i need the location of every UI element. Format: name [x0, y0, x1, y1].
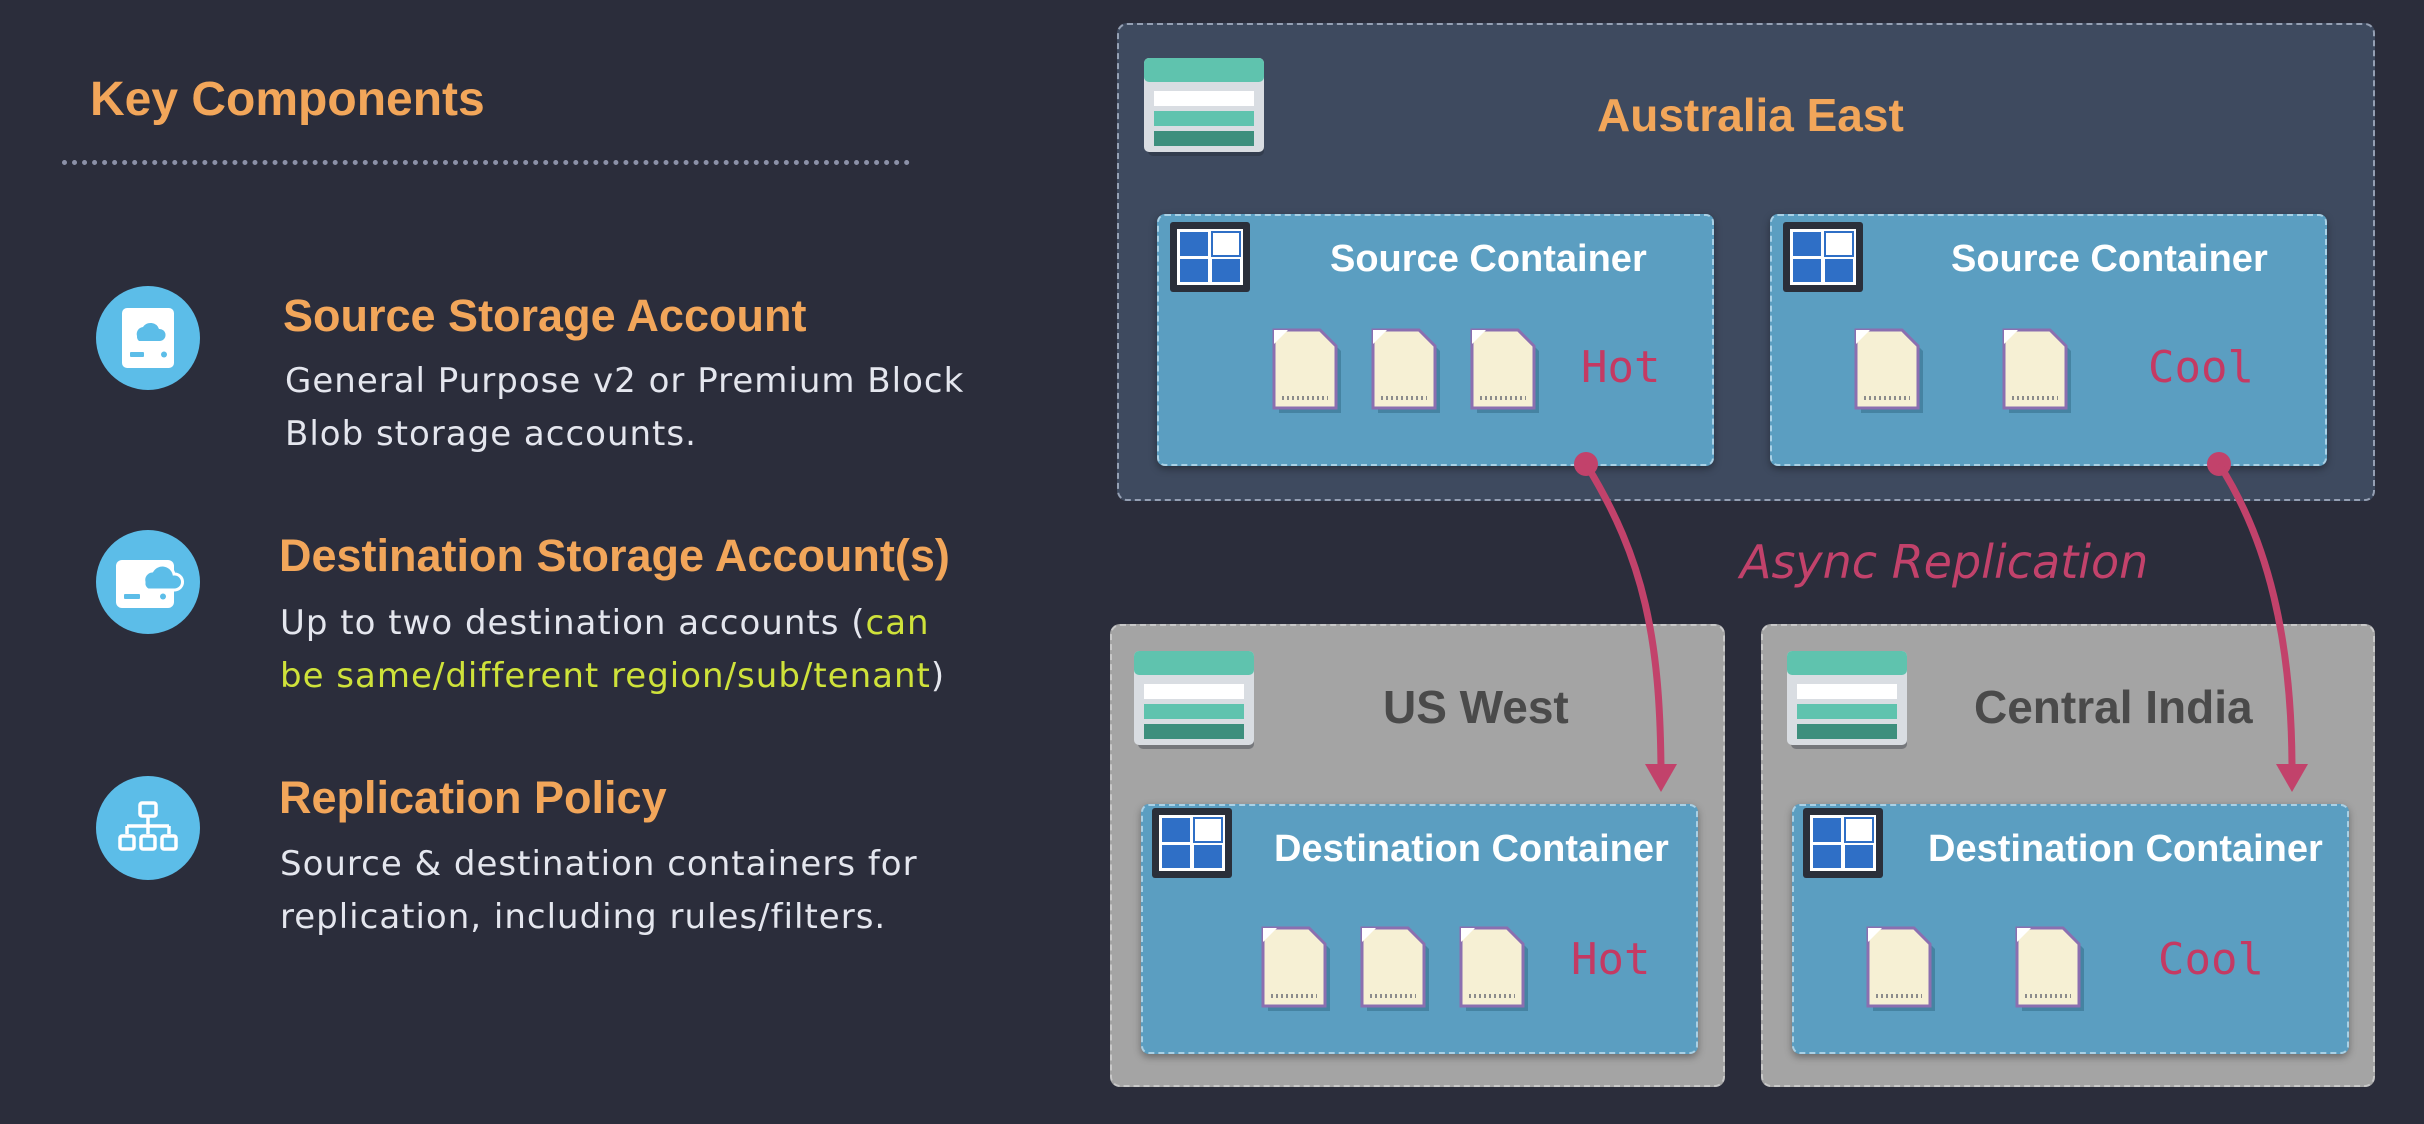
- blob-file-icon: [2000, 328, 2072, 420]
- hierarchy-icon: [96, 776, 200, 880]
- blob-file-icon: [1864, 926, 1936, 1018]
- destination-container-title: Destination Container: [1928, 828, 2323, 870]
- destination-container-title: Destination Container: [1274, 828, 1669, 870]
- storage-account-icon: [1144, 58, 1268, 164]
- heading-divider: [62, 160, 910, 165]
- storage-account-icon: [1787, 651, 1911, 757]
- replication-policy-title: Replication Policy: [279, 772, 667, 823]
- destination-container-hot: [1141, 804, 1698, 1054]
- key-components-heading: Key Components: [90, 73, 485, 126]
- source-storage-account-title: Source Storage Account: [283, 290, 807, 341]
- blob-file-icon: [1457, 926, 1529, 1018]
- replication-arrow-hot: [1574, 452, 1677, 792]
- desc-line: Source & destination containers for: [280, 844, 918, 884]
- blob-file-icon: [1358, 926, 1430, 1018]
- tier-label-hot: Hot: [1571, 934, 1651, 985]
- source-container-title: Source Container: [1330, 238, 1647, 280]
- region-title-australia-east: Australia East: [1597, 89, 1904, 141]
- desc-line: General Purpose v2 or Premium Block: [285, 361, 965, 401]
- destination-storage-account-desc: Up to two destination accounts (can be s…: [280, 597, 945, 703]
- desc-text: Up to two destination accounts (: [280, 603, 866, 643]
- blob-file-icon: [1270, 328, 1342, 420]
- async-replication-label: Async Replication: [1740, 535, 2149, 589]
- replication-policy-desc: Source & destination containers for repl…: [280, 838, 918, 944]
- desc-line: be same/different region/sub/tenant): [280, 650, 945, 703]
- desc-highlight: can: [865, 603, 930, 643]
- blob-file-icon: [2013, 926, 2085, 1018]
- replication-arrow-cool: [2207, 452, 2308, 792]
- source-storage-account-desc: General Purpose v2 or Premium Block Blob…: [285, 355, 964, 461]
- blob-file-icon: [1852, 328, 1924, 420]
- desc-line: Up to two destination accounts (can: [280, 597, 945, 650]
- desc-highlight: be same/different region/sub/tenant: [280, 656, 931, 696]
- tier-label-hot: Hot: [1581, 342, 1661, 393]
- tier-label-cool: Cool: [2158, 934, 2264, 985]
- blob-file-icon: [1369, 328, 1441, 420]
- tier-label-cool: Cool: [2148, 342, 2254, 393]
- cloud-storage-icon: [96, 530, 200, 634]
- blob-file-icon: [1468, 328, 1540, 420]
- desc-text: ): [930, 656, 946, 696]
- destination-storage-account-title: Destination Storage Account(s): [279, 530, 950, 581]
- source-container-title: Source Container: [1951, 238, 2268, 280]
- blob-file-icon: [1259, 926, 1331, 1018]
- container-icon: [1803, 808, 1885, 884]
- desc-line: replication, including rules/filters.: [280, 897, 887, 937]
- region-title-us-west: US West: [1383, 681, 1569, 733]
- container-icon: [1152, 808, 1234, 884]
- region-title-central-india: Central India: [1974, 681, 2253, 733]
- desc-line: Blob storage accounts.: [285, 414, 697, 454]
- storage-account-icon: [1134, 651, 1258, 757]
- container-icon: [1170, 222, 1252, 298]
- storage-account-icon: [96, 286, 200, 390]
- container-icon: [1783, 222, 1865, 298]
